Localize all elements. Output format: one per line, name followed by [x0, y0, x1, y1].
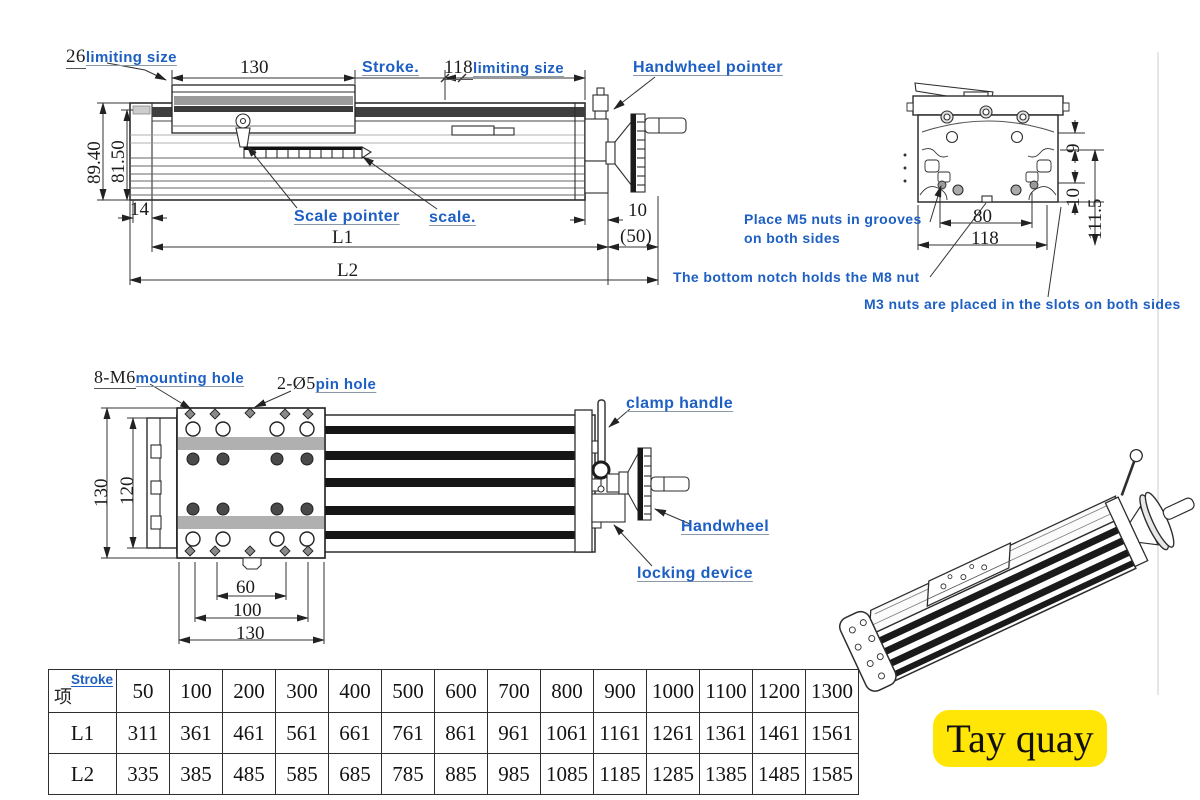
table-cell: 1200: [752, 669, 806, 713]
table-cell: 661: [328, 712, 382, 754]
dim-pin-span-60: 60: [236, 577, 255, 598]
table-cell: 1385: [699, 753, 753, 795]
table-cell: 800: [540, 669, 594, 713]
table-cell: 861: [434, 712, 488, 754]
note-m8-nut: The bottom notch holds the M8 nut: [673, 269, 920, 285]
table-cell: 200: [222, 669, 276, 713]
label-locking-device: locking device: [637, 565, 753, 582]
table-cell: 1061: [540, 712, 594, 754]
table-header-row: Stroke 项 50 100 200 300 400 500 600 700 …: [48, 669, 859, 713]
table-cell: 100: [169, 669, 223, 713]
label-stroke: Stroke.: [362, 59, 420, 76]
table-cell: 1461: [752, 712, 806, 754]
side-view-drawing: [129, 84, 687, 201]
dim-top-130: 130: [91, 478, 112, 508]
table-cell: 1100: [699, 669, 753, 713]
table-row-l1: L1 311 361 461 561 661 761 861 961 1061 …: [48, 712, 859, 754]
table-cell: 400: [328, 669, 382, 713]
label-handwheel-pointer: Handwheel pointer: [633, 59, 783, 76]
label-mounting-hole: 8-M6mounting hole: [94, 367, 245, 389]
pin-hole-count: 2-Ø5: [277, 373, 316, 393]
note-m3-nuts: M3 nuts are placed in the slots on both …: [864, 296, 1181, 312]
dim-end-10: 10: [1063, 188, 1084, 207]
left-limit-value: 26: [66, 46, 86, 69]
table-cell: 50: [116, 669, 170, 713]
dim-l1: L1: [332, 227, 354, 248]
table-cell: 1085: [540, 753, 594, 795]
table-cell: 1585: [805, 753, 859, 795]
table-cell: 461: [222, 712, 276, 754]
top-view-drawing: [146, 399, 690, 570]
table-cell: 885: [434, 753, 488, 795]
table-cell: 1285: [646, 753, 700, 795]
dim-right-offset-10: 10: [628, 200, 647, 221]
handwheel-badge: Tay quay: [933, 710, 1107, 767]
table-cell: 1361: [699, 712, 753, 754]
dim-plate-span-130: 130: [236, 623, 265, 644]
dim-mount-span-100: 100: [233, 600, 262, 621]
right-limit-value: 118: [444, 57, 473, 80]
table-cell: 561: [275, 712, 329, 754]
table-cell: 585: [275, 753, 329, 795]
table-cell: 1000: [646, 669, 700, 713]
table-cell: 1261: [646, 712, 700, 754]
isometric-view-drawing: [838, 448, 1195, 692]
table-corner-cell: Stroke 项: [48, 669, 117, 713]
table-cell: 335: [116, 753, 170, 795]
table-cell: 600: [434, 669, 488, 713]
label-left-limiting-size: 26limiting size: [66, 46, 177, 69]
dim-end-111-5: 111.5: [1085, 198, 1106, 240]
dim-l2: L2: [337, 260, 359, 281]
table-cell: 300: [275, 669, 329, 713]
table-cell: 785: [381, 753, 435, 795]
label-scale: scale.: [429, 209, 476, 226]
row-label: L1: [48, 712, 117, 754]
dim-left-offset-14: 14: [130, 199, 149, 220]
dim-handwheel-50: (50): [620, 226, 652, 247]
label-pin-hole: 2-Ø5pin hole: [277, 373, 377, 393]
dim-height-81-50: 81.50: [108, 140, 129, 183]
table-cell: 985: [487, 753, 541, 795]
table-cell: 685: [328, 753, 382, 795]
header-stroke: Stroke: [70, 672, 113, 687]
dim-carriage-130: 130: [240, 57, 269, 78]
header-item: 项: [54, 687, 72, 707]
table-cell: 385: [169, 753, 223, 795]
dim-end-9: 9: [1063, 143, 1084, 154]
table-cell: 1300: [805, 669, 859, 713]
table-cell: 961: [487, 712, 541, 754]
end-view-dimensions: [917, 120, 1104, 298]
top-view-dimensions: [101, 383, 691, 644]
dim-top-120: 120: [117, 476, 138, 506]
mounting-hole-count: 8-M6: [94, 367, 136, 389]
dim-height-89-40: 89.40: [84, 141, 105, 184]
table-cell: 1185: [593, 753, 647, 795]
table-cell: 361: [169, 712, 223, 754]
side-view-dimensions: [97, 62, 659, 285]
row-label: L2: [48, 753, 117, 795]
table-cell: 311: [116, 712, 170, 754]
end-view-drawing: [903, 82, 1070, 203]
label-clamp-handle: clamp handle: [626, 395, 734, 412]
table-cell: 900: [593, 669, 647, 713]
stroke-dimension-table: Stroke 项 50 100 200 300 400 500 600 700 …: [48, 669, 859, 795]
dim-end-80: 80: [973, 206, 992, 227]
label-right-limiting-size: 118limiting size: [444, 57, 565, 80]
label-scale-pointer: Scale pointer: [294, 208, 400, 225]
table-cell: 485: [222, 753, 276, 795]
label-handwheel: Handwheel: [681, 518, 770, 535]
table-cell: 500: [381, 669, 435, 713]
table-cell: 1161: [593, 712, 647, 754]
table-cell: 1561: [805, 712, 859, 754]
table-cell: 1485: [752, 753, 806, 795]
table-cell: 761: [381, 712, 435, 754]
table-row-l2: L2 335 385 485 585 685 785 885 985 1085 …: [48, 753, 859, 795]
dim-end-118: 118: [971, 228, 999, 249]
table-cell: 700: [487, 669, 541, 713]
